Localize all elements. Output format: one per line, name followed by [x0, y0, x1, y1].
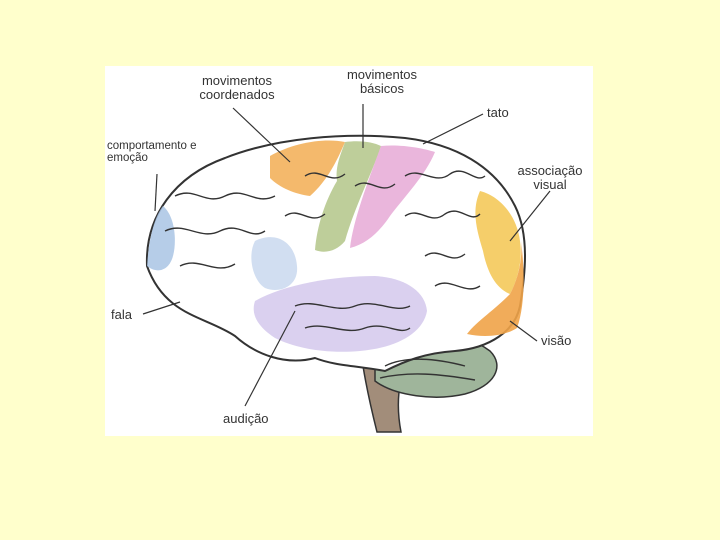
label-line: movimentos [187, 74, 287, 88]
label-line: coordenados [187, 88, 287, 102]
label-text: audição [223, 411, 269, 426]
brain-illustration [105, 66, 593, 436]
label-fala: fala [111, 308, 132, 322]
label-line: comportamento e [107, 140, 197, 152]
label-visao: visão [541, 334, 571, 348]
label-associacao-visual: associação visual [505, 164, 595, 192]
label-tato: tato [487, 106, 509, 120]
label-text: visão [541, 333, 571, 348]
label-text: tato [487, 105, 509, 120]
brain-diagram: movimentos coordenados movimentos básico… [105, 66, 593, 436]
label-movimentos-coordenados: movimentos coordenados [187, 74, 287, 102]
label-line: associação [505, 164, 595, 178]
label-text: fala [111, 307, 132, 322]
label-movimentos-basicos: movimentos básicos [337, 68, 427, 96]
label-line: visual [505, 178, 595, 192]
label-audicao: audição [223, 412, 269, 426]
label-line: emoção [107, 152, 197, 164]
label-line: movimentos [337, 68, 427, 82]
label-comportamento-emocao: comportamento e emoção [107, 140, 197, 164]
label-line: básicos [337, 82, 427, 96]
